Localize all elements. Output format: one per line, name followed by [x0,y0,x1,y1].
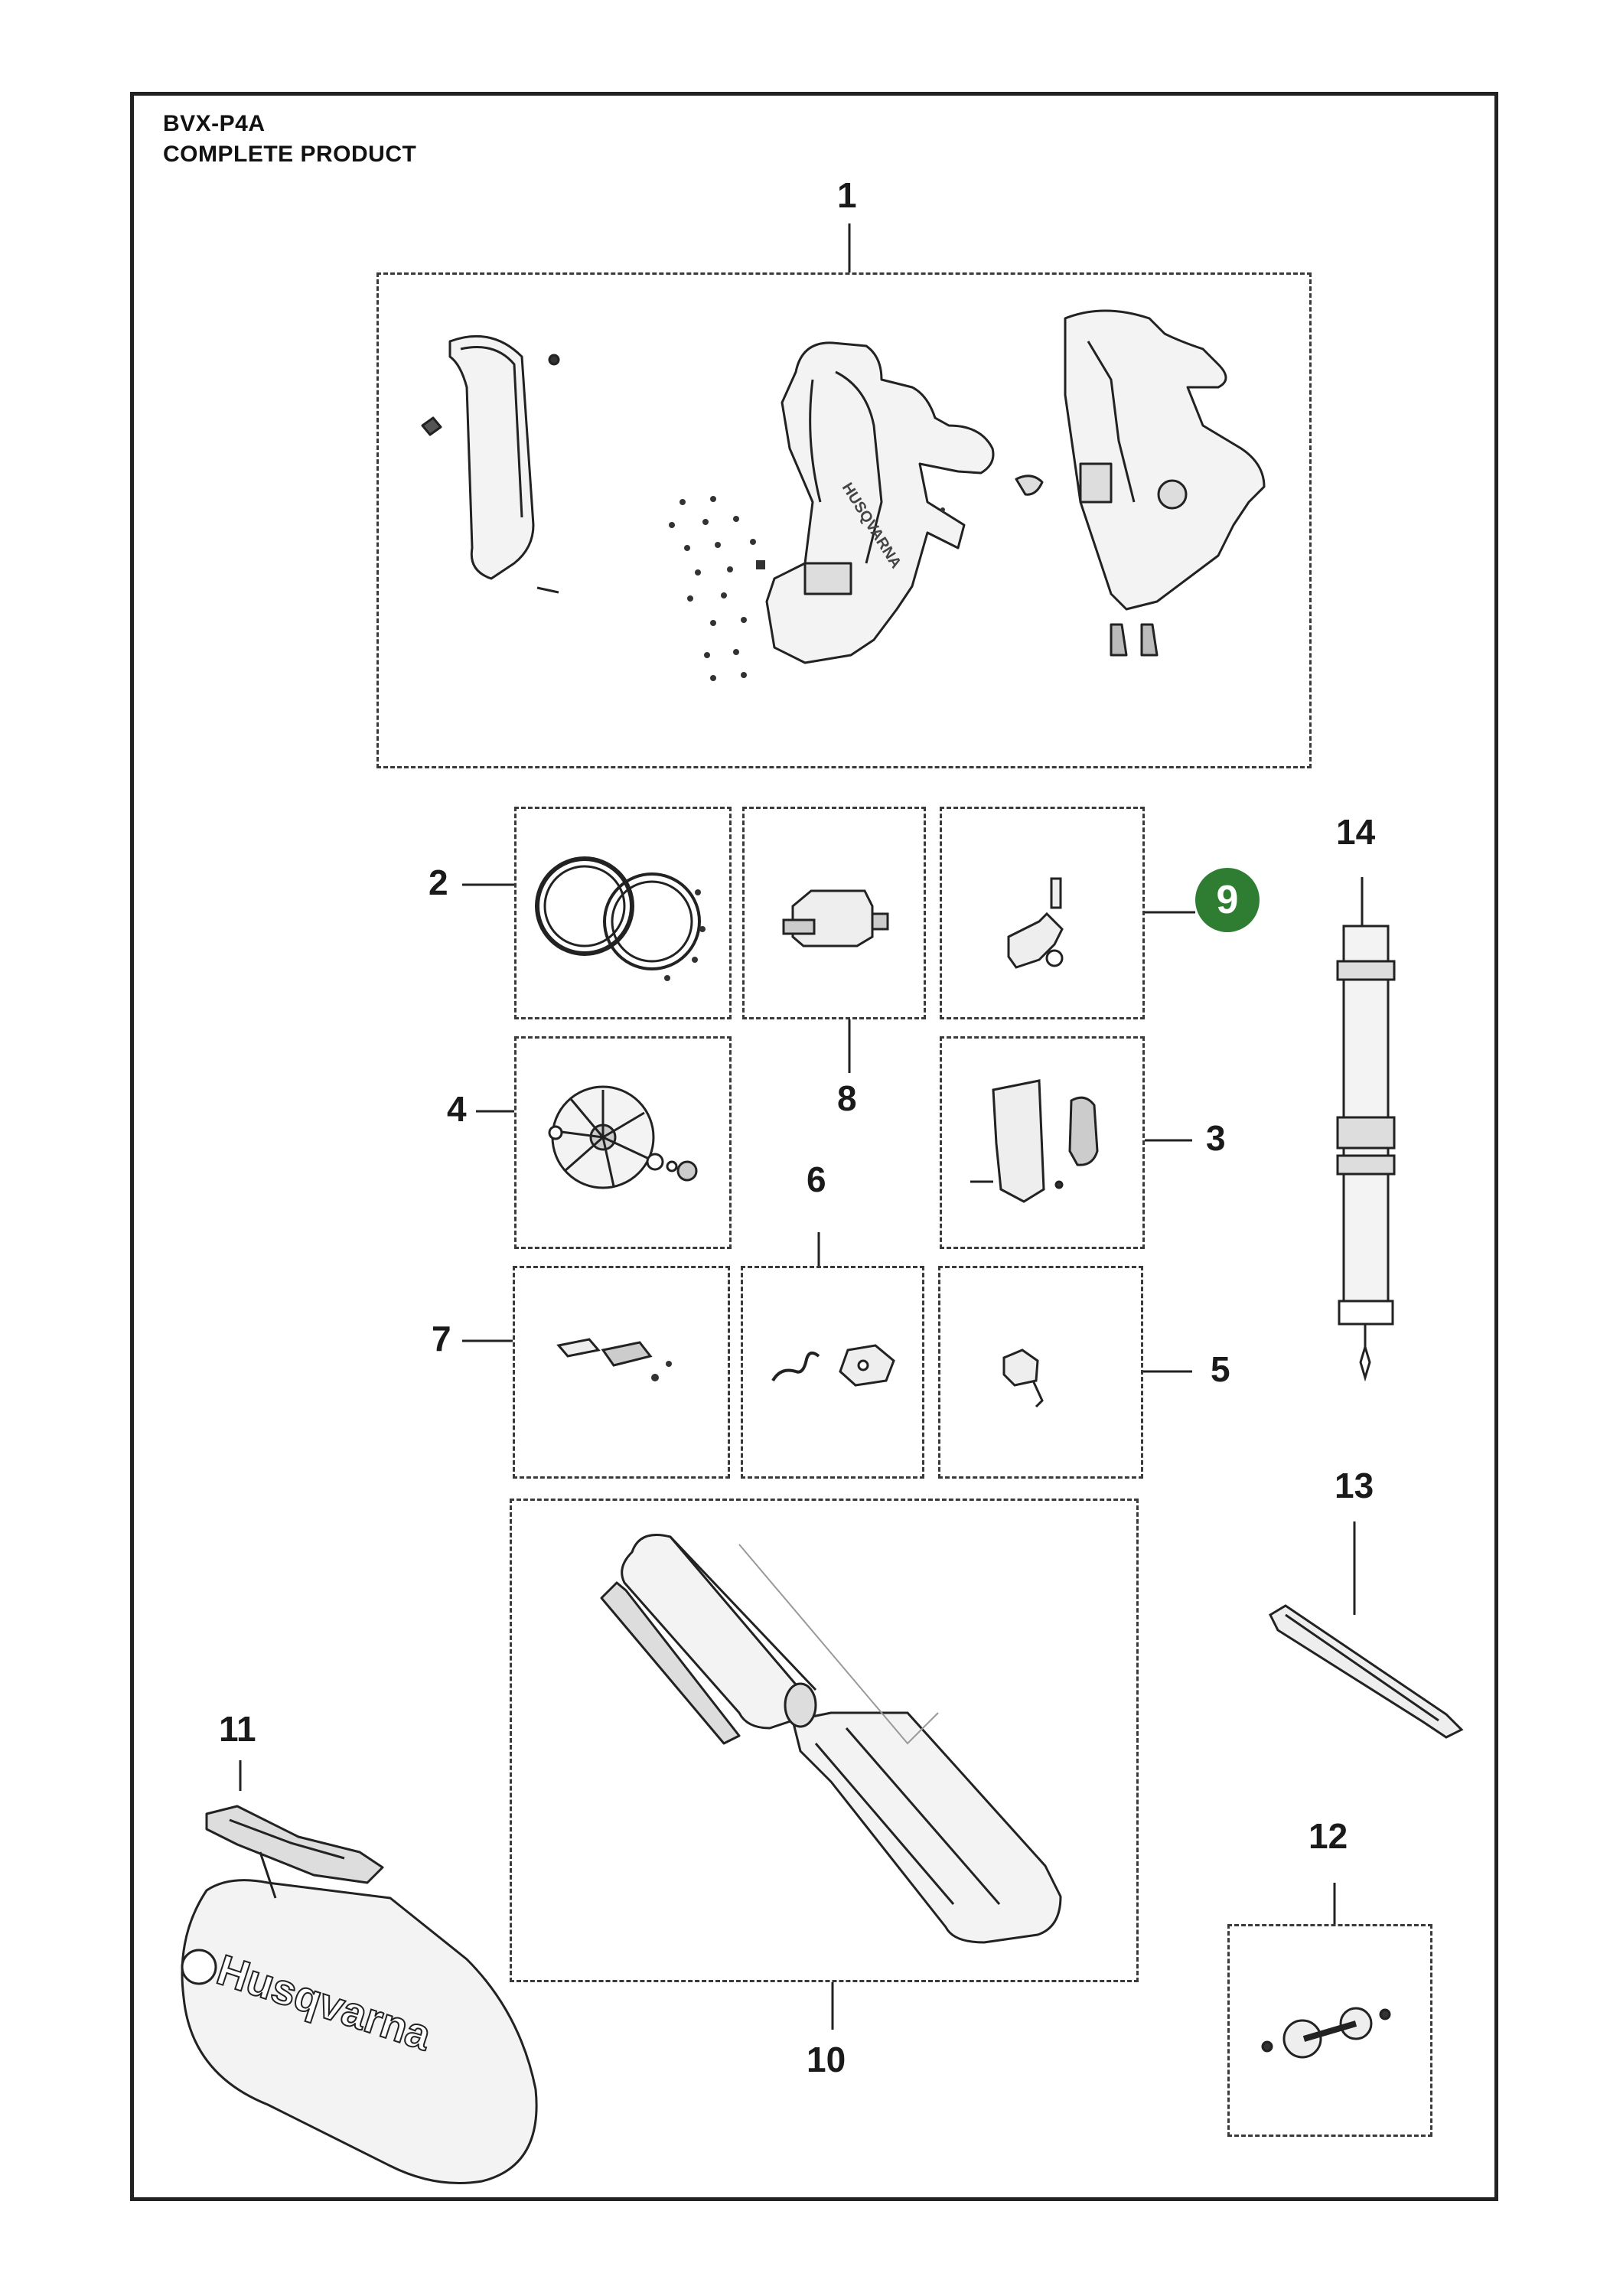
group-box-8-switch [742,807,926,1019]
part-13-tool-strip [1269,1604,1464,1739]
callout-5: 5 [1211,1349,1230,1389]
group-box-1-housing [376,272,1312,768]
group-box-9-trigger [940,807,1145,1019]
group-box-7-labels [513,1266,730,1479]
group-box-5-connector [938,1266,1143,1479]
part-9-trigger [1007,877,1064,969]
callout-4: 4 [447,1089,467,1129]
part-14-shoulder-strap [1336,925,1396,1382]
callout-12: 12 [1309,1816,1348,1856]
callout-7: 7 [432,1319,451,1358]
callout-10: 10 [807,2040,846,2079]
part-6-spring-clip [771,1344,895,1387]
product-subtitle: COMPLETE PRODUCT [163,142,417,167]
drawing-frame [130,92,1498,2201]
callout-13: 13 [1335,1466,1374,1505]
callout-1: 1 [837,175,857,215]
callout-8: 8 [837,1078,857,1118]
group-box-10-tubes [510,1499,1139,1982]
brand-crown-icon [181,1949,217,1985]
group-box-6-spring [741,1266,924,1479]
callout-2: 2 [429,863,448,902]
group-box-4-fan [514,1036,732,1249]
part-5-connector [1002,1349,1044,1408]
group-box-2-rings [514,807,732,1019]
part-8-switch [782,889,889,947]
group-box-3-cover [940,1036,1145,1249]
part-10-blower-tubes [600,1534,1062,1944]
part-2-rings [535,856,706,981]
callout-3: 3 [1206,1118,1226,1158]
callout-6: 6 [807,1159,826,1199]
part-7-labels [556,1338,672,1381]
model-code: BVX-P4A [163,111,266,136]
part-12-wheel-axle [1261,2007,1391,2059]
part-3-cover-knob [970,1079,1099,1203]
part-1-housing-assembly: HUSQVARNA [421,309,1266,681]
part-4-fan [548,1085,698,1189]
group-box-12-wheels [1227,1924,1432,2137]
callout-11: 11 [219,1709,256,1749]
callout-14: 14 [1336,812,1376,852]
callout-9-highlighted[interactable]: 9 [1195,868,1260,932]
part-11-collection-bag: Husqvarna [181,1805,538,2184]
